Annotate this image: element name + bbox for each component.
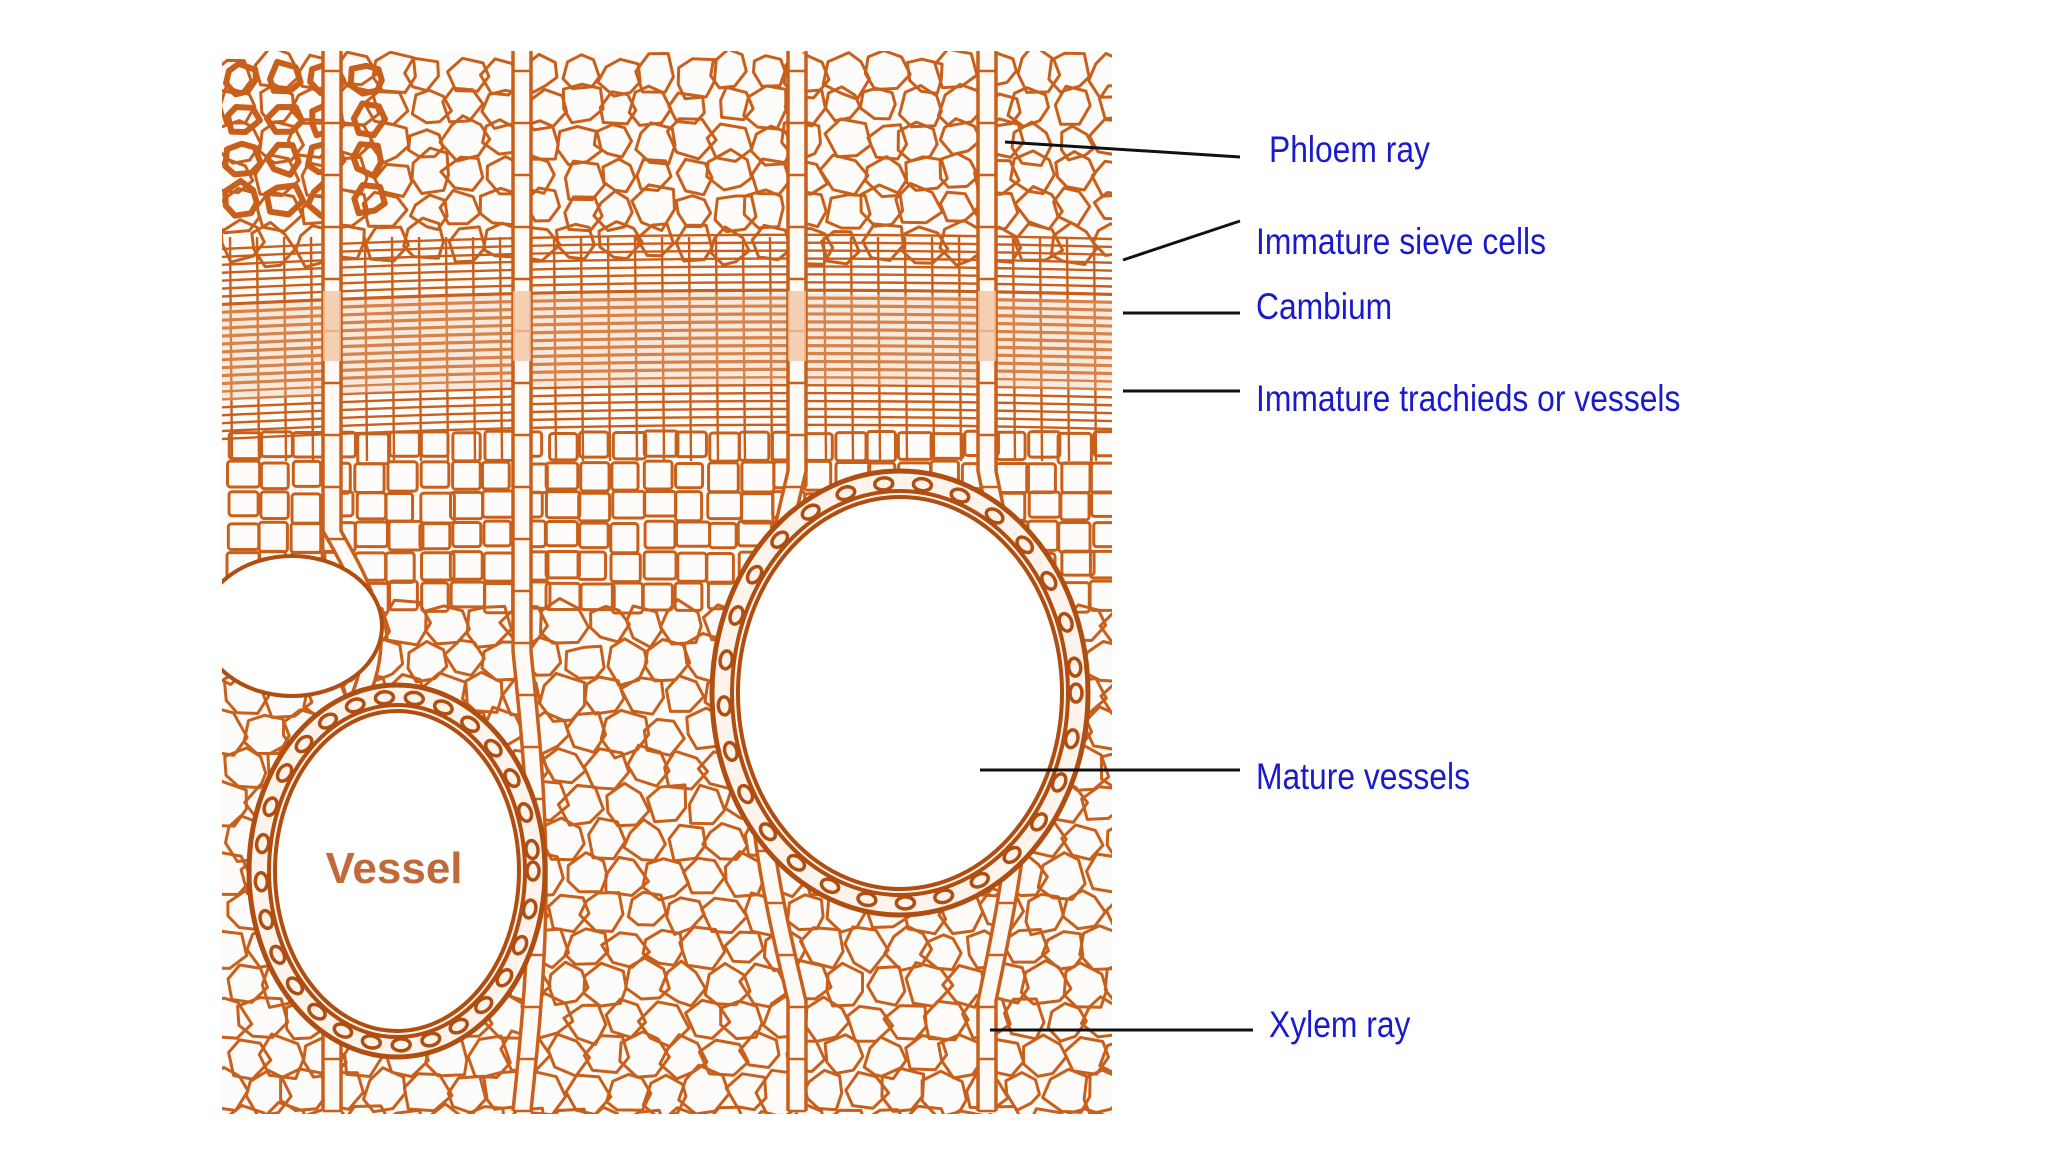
label-mature-vessels: Mature vessels [1256, 756, 1470, 797]
vessels [222, 468, 1091, 1060]
vessel-partial [222, 554, 384, 698]
label-xylem-ray: Xylem ray [1269, 1004, 1411, 1045]
label-immature-trachieds: Immature trachieds or vessels [1256, 378, 1681, 419]
label-immature-sieve-cells: Immature sieve cells [1256, 221, 1547, 262]
stem-cross-section-illustration: Vessel [222, 51, 1112, 1114]
vessel-inline-label: Vessel [325, 844, 462, 893]
vessel-left [246, 682, 548, 1060]
label-phloem-ray: Phloem ray [1269, 129, 1430, 170]
label-cambium: Cambium [1256, 286, 1393, 327]
vessel-right [709, 468, 1091, 918]
leader-immature-sieve-cells [1122, 219, 1241, 262]
